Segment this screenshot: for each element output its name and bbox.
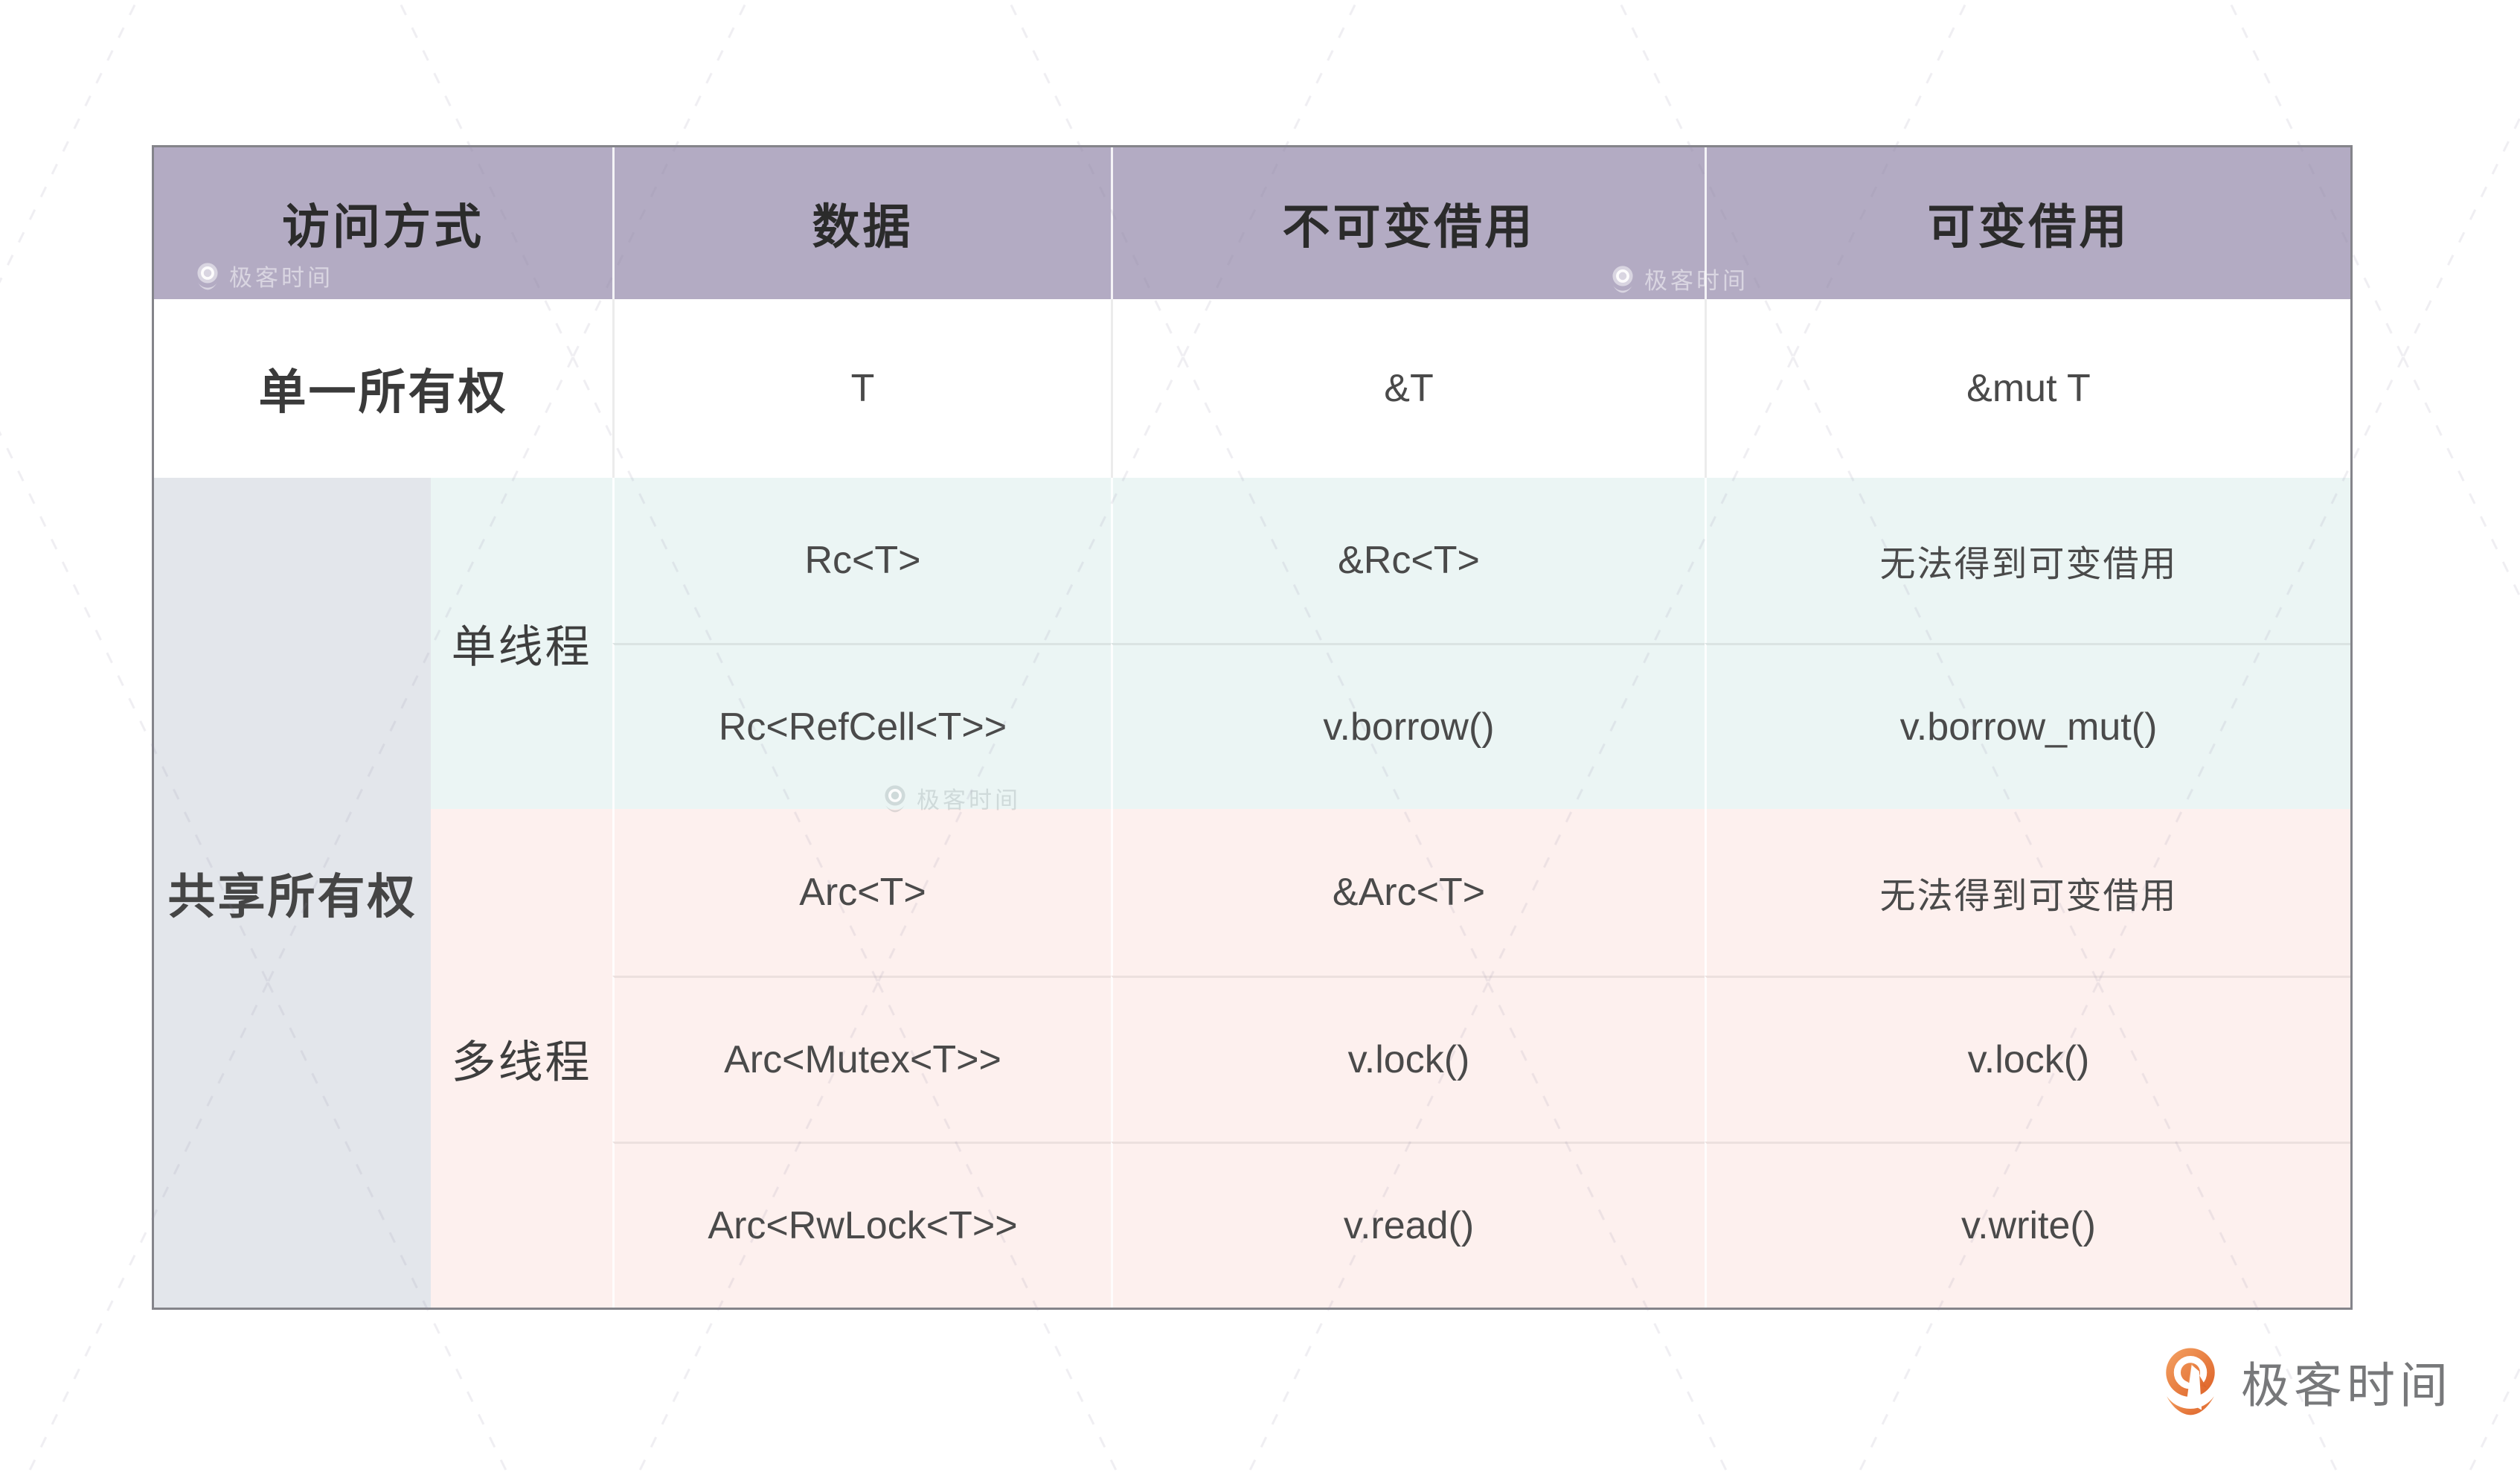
cell-value: v.borrow_mut() (1899, 705, 2158, 749)
cell-value: &Arc<T> (1332, 871, 1486, 914)
cell-arc-immutable: &Arc<T> (1111, 809, 1705, 976)
watermark-middle: 极客时间 (882, 781, 1021, 815)
geektime-logo: 极客时间 (2159, 1346, 2452, 1416)
cell-value: Rc<T> (804, 539, 921, 582)
single-ownership-cell: 单一所有权 (154, 299, 612, 478)
cell-refcell-mutable: v.borrow_mut() (1705, 643, 2350, 809)
ownership-table: 访问方式 数据 不可变借用 可变借用 单一所有权 T &T &mut T 共享所… (152, 145, 2353, 1310)
header-mutable-borrow: 可变借用 (1705, 147, 2350, 299)
header-data-label: 数据 (812, 200, 914, 254)
geektime-logo-text: 极客时间 (2241, 1358, 2453, 1412)
cell-value: &mut T (1966, 367, 2091, 410)
header-data: 数据 (612, 147, 1111, 299)
cell-arc-mutable: 无法得到可变借用 (1705, 809, 2350, 976)
cell-single-immutable: &T (1111, 299, 1705, 478)
cell-mutex-immutable: v.lock() (1111, 976, 1705, 1142)
single-thread-cell: 单线程 (431, 478, 612, 809)
header-access-method-label: 访问方式 (282, 200, 484, 254)
cell-value: T (850, 367, 875, 410)
cell-value: 无法得到可变借用 (1879, 545, 2178, 584)
cell-single-mutable: &mut T (1705, 299, 2350, 478)
watermark-header-right: 极客时间 (1610, 262, 1748, 295)
shared-ownership-cell: 共享所有权 (154, 478, 431, 1308)
geektime-watermark-icon (882, 784, 908, 813)
cell-arc-data: Arc<T> (612, 809, 1111, 976)
cell-refcell-data: Rc<RefCell<T>> (612, 643, 1111, 809)
cell-value: v.write() (1960, 1204, 2096, 1247)
cell-rwlock-data: Arc<RwLock<T>> (612, 1142, 1111, 1308)
cell-single-data: T (612, 299, 1111, 478)
watermark-header-left: 极客时间 (195, 259, 333, 292)
geektime-logo-icon (2166, 1348, 2215, 1415)
watermark-text: 极客时间 (229, 265, 333, 291)
cell-value: Arc<Mutex<T>> (724, 1038, 1001, 1081)
cell-value: Arc<RwLock<T>> (708, 1204, 1018, 1247)
cell-value: 无法得到可变借用 (1879, 877, 2178, 916)
cell-value: v.read() (1343, 1204, 1475, 1247)
cell-value: Arc<T> (799, 871, 926, 914)
cell-rc-immutable: &Rc<T> (1111, 478, 1705, 643)
single-thread-label: 单线程 (451, 622, 592, 672)
multi-thread-label: 多线程 (451, 1037, 592, 1087)
cell-rc-mutable: 无法得到可变借用 (1705, 478, 2350, 643)
geektime-watermark-icon (195, 262, 220, 290)
cell-value: &T (1384, 367, 1434, 410)
header-mutable-borrow-label: 可变借用 (1927, 200, 2130, 254)
header-immutable-borrow-label: 不可变借用 (1282, 200, 1536, 254)
geektime-watermark-icon (1610, 265, 1635, 293)
cell-value: v.lock() (1347, 1038, 1470, 1081)
cell-value: &Rc<T> (1338, 539, 1480, 582)
cell-value: v.borrow() (1323, 705, 1495, 749)
cell-mutex-data: Arc<Mutex<T>> (612, 976, 1111, 1142)
cell-value: v.lock() (1967, 1038, 2090, 1081)
multi-thread-cell: 多线程 (431, 809, 612, 1308)
single-ownership-label: 单一所有权 (258, 365, 508, 419)
watermark-text: 极客时间 (1644, 268, 1748, 294)
cell-refcell-immutable: v.borrow() (1111, 643, 1705, 809)
cell-rwlock-mutable: v.write() (1705, 1142, 2350, 1308)
cell-mutex-mutable: v.lock() (1705, 976, 2350, 1142)
cell-rc-data: Rc<T> (612, 478, 1111, 643)
cell-value: Rc<RefCell<T>> (718, 705, 1007, 749)
cell-rwlock-immutable: v.read() (1111, 1142, 1705, 1308)
watermark-text: 极客时间 (917, 787, 1021, 813)
shared-ownership-label: 共享所有权 (167, 869, 417, 924)
